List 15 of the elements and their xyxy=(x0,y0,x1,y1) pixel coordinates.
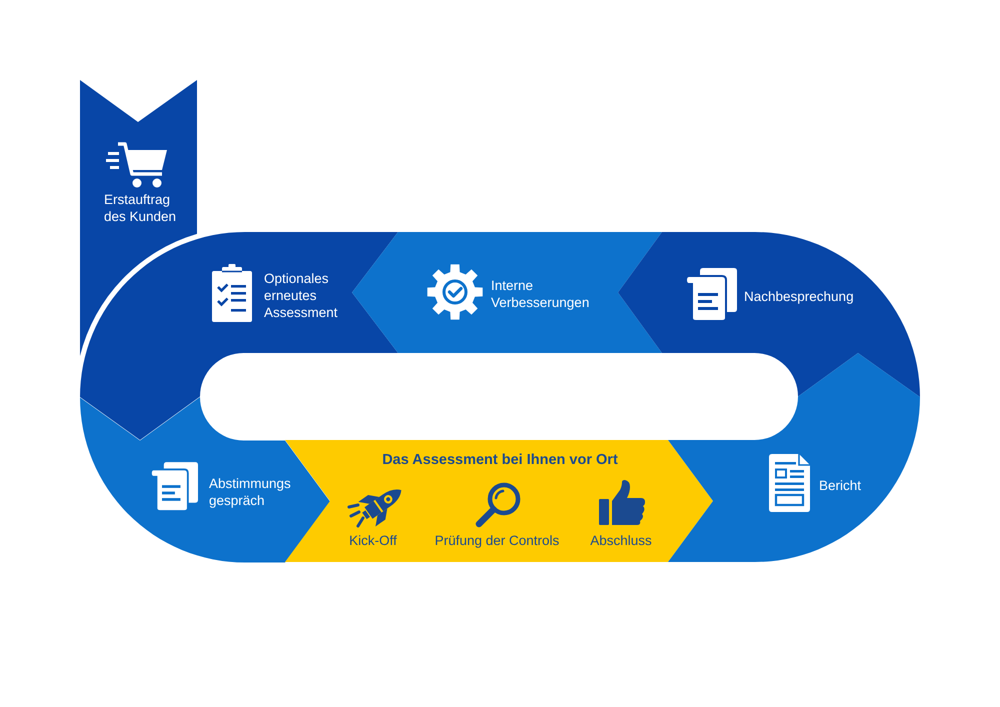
segment-title: Das Assessment bei Ihnen vor Ort xyxy=(381,452,619,469)
step-label: Nachbesprechung xyxy=(744,288,855,304)
chevron-segment xyxy=(668,353,920,562)
chevron-segment xyxy=(352,232,662,353)
step-label: Optionales erneutes Assessment xyxy=(264,270,339,321)
step-label: Bericht xyxy=(819,476,862,494)
chevron-segment xyxy=(80,396,330,562)
chevron-segment xyxy=(618,232,920,397)
step-label: Kick-Off xyxy=(348,532,398,549)
step-label: Prüfung der Controls xyxy=(434,532,560,549)
step-label: Erstauftrag des Kunden xyxy=(104,191,178,225)
step-label: Abschluss xyxy=(589,532,653,549)
ribbon-banner xyxy=(80,80,197,356)
step-label: Abstimmungs gespräch xyxy=(209,475,292,509)
step-label: Interne Verbesserungen xyxy=(491,277,590,311)
